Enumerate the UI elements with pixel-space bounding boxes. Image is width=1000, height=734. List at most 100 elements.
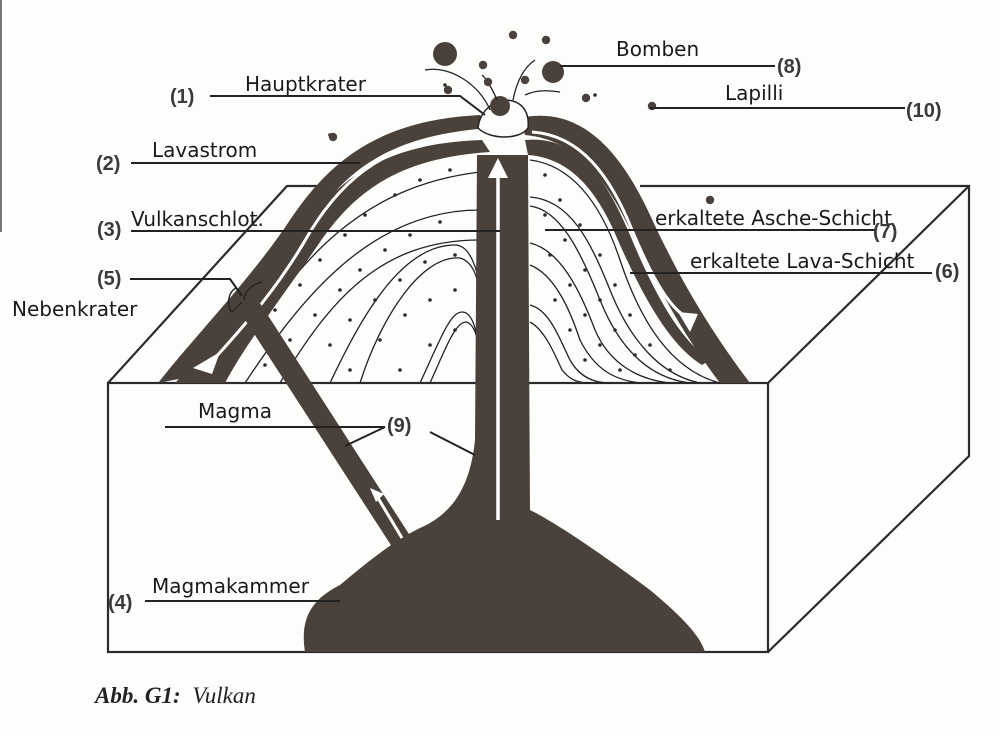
ash-dot — [363, 213, 367, 217]
ejecta — [328, 30, 715, 205]
label-number-6: (6) — [935, 261, 959, 283]
lapilli-icon — [541, 35, 551, 45]
label-lava-schicht: erkaltete Lava-Schicht — [690, 249, 915, 273]
ash-dot — [598, 253, 602, 257]
ash-dot — [418, 178, 422, 182]
secondary-crater — [227, 281, 263, 313]
ash-dot — [593, 93, 597, 97]
ash-dot — [448, 168, 452, 172]
label-magma: Magma — [198, 399, 272, 423]
label-vulkanschlot: Vulkanschlot. — [131, 207, 264, 231]
main-crater — [424, 59, 561, 138]
lava-layer-line — [329, 244, 481, 384]
label-nebenkrater: Nebenkrater — [12, 297, 138, 321]
lava-layer-line — [419, 311, 481, 384]
leader-magma-main — [429, 431, 476, 456]
label-number-5: (5) — [97, 268, 121, 290]
ash-dot — [648, 343, 652, 347]
lapilli-icon — [443, 85, 453, 95]
leader-lines — [130, 65, 932, 602]
labels: (1) Hauptkrater (2) Lavastrom (3) Vulkan… — [12, 37, 959, 614]
ash-dot — [398, 278, 402, 282]
ash-layer-line — [529, 159, 721, 384]
ash-dot — [453, 253, 457, 257]
caption-title: Vulkan — [192, 683, 255, 708]
label-lavastrom: Lavastrom — [152, 138, 257, 162]
label-number-2: (2) — [96, 153, 120, 175]
lava-layer-line — [529, 304, 611, 384]
box-right-diagonal-edge — [767, 185, 970, 384]
ash-dot — [543, 173, 547, 177]
ash-layer-line — [529, 321, 591, 384]
ash-dot — [453, 288, 457, 292]
ash-dot — [378, 338, 382, 342]
ash-dot — [318, 258, 322, 262]
ash-dot — [613, 283, 617, 287]
ash-dot — [338, 288, 342, 292]
lapilli-icon — [478, 60, 488, 70]
leader-nebenkrater — [130, 278, 243, 297]
label-asche-schicht: erkaltete Asche-Schicht — [655, 206, 892, 230]
ash-layer-line — [359, 257, 481, 384]
lapilli-icon — [581, 93, 591, 103]
box-back-top-right-edge — [640, 184, 971, 653]
label-lapilli: Lapilli — [725, 81, 783, 105]
lapilli-icon — [705, 195, 715, 205]
label-number-4: (4) — [108, 592, 132, 614]
ash-dot — [598, 298, 602, 302]
lapilli-icon — [328, 132, 338, 142]
magma-chamber — [303, 155, 705, 652]
ash-dot — [383, 248, 387, 252]
ash-dot — [453, 328, 457, 332]
ash-dot — [578, 223, 582, 227]
ash-dot — [543, 213, 547, 217]
ash-dot — [298, 283, 302, 287]
page-margin-line — [0, 0, 2, 232]
ash-dot — [633, 353, 637, 357]
ash-dot — [273, 308, 277, 312]
ash-dot — [328, 343, 332, 347]
ash-dot — [348, 368, 352, 372]
ash-dot — [348, 318, 352, 322]
label-magmakammer: Magmakammer — [152, 574, 310, 598]
ash-layer-line — [279, 239, 481, 384]
ash-dot — [553, 298, 557, 302]
lapilli-icon — [483, 77, 493, 87]
strata-layers — [214, 159, 721, 384]
ash-dot — [583, 268, 587, 272]
ash-layer-line — [529, 264, 641, 384]
lava-stream-right-inner — [525, 139, 710, 365]
bomb-icon — [542, 61, 564, 83]
ash-dot — [568, 283, 572, 287]
ash-dot — [563, 238, 567, 242]
ash-dot — [443, 83, 447, 87]
ash-dot — [598, 343, 602, 347]
label-number-1: (1) — [170, 86, 194, 108]
arrow-head-vent-icon — [370, 488, 384, 502]
ash-dot — [408, 233, 412, 237]
ash-dot — [403, 313, 407, 317]
lava-layer-line — [529, 196, 701, 384]
lapilli-icon — [520, 75, 530, 85]
ash-dot — [373, 298, 377, 302]
ash-dot — [313, 313, 317, 317]
arrow-head-right-icon — [678, 312, 698, 332]
ash-dot — [428, 343, 432, 347]
ash-dot — [423, 260, 427, 264]
ash-dot — [343, 233, 347, 237]
ash-dot — [568, 328, 572, 332]
ash-dot — [398, 368, 402, 372]
label-number-7: (7) — [873, 221, 897, 243]
ash-dot — [548, 253, 552, 257]
bomb-icon — [433, 42, 457, 66]
label-number-3: (3) — [97, 219, 121, 241]
leader-magma-vent — [344, 426, 386, 447]
label-hauptkrater: Hauptkrater — [245, 72, 367, 96]
caption-prefix: Abb. G1: — [93, 683, 181, 708]
ash-dot — [613, 328, 617, 332]
lapilli-icon — [508, 30, 518, 40]
ash-dot — [358, 268, 362, 272]
ash-dot — [558, 198, 562, 202]
arrow-head-left-icon — [193, 352, 220, 374]
